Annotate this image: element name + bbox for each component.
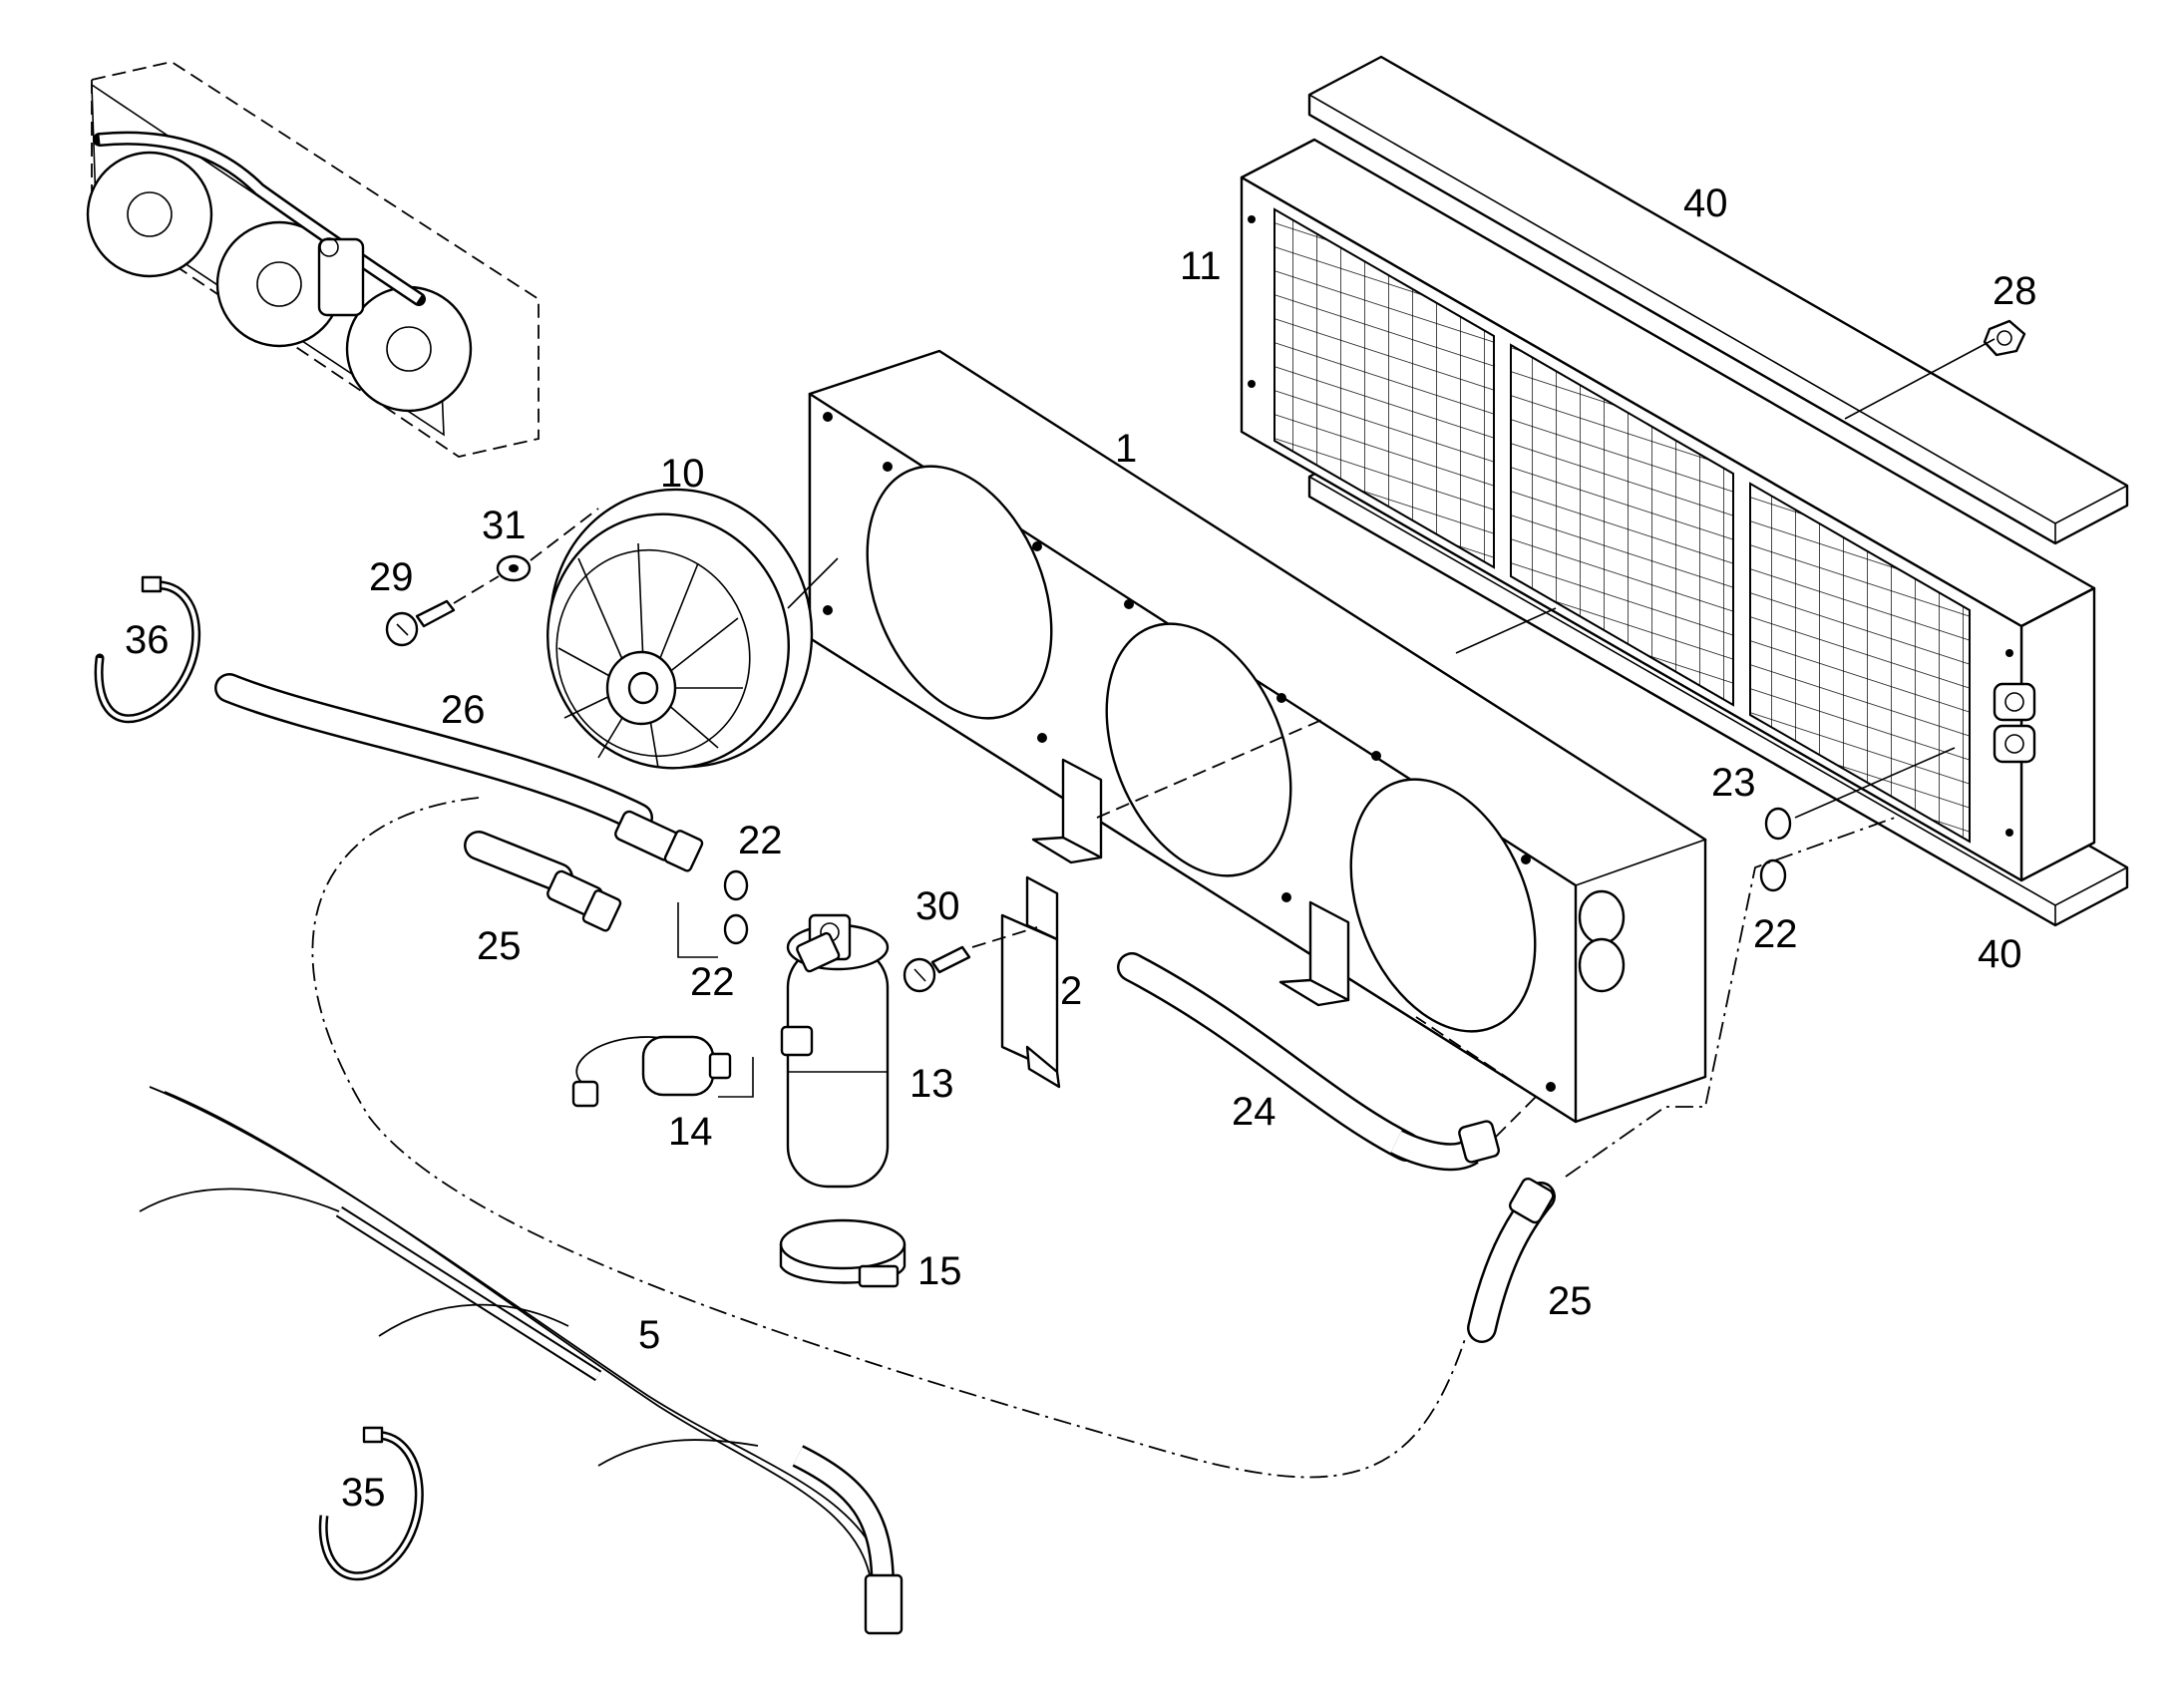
washer [496,554,532,582]
callout-25: 25 [1548,1279,1593,1323]
o-ring [1759,858,1787,892]
wire-harness [139,1086,904,1635]
callout-22: 22 [690,960,735,1004]
callout-35: 35 [341,1471,386,1515]
o-ring [723,869,749,901]
callout-36: 36 [125,618,170,662]
screw [903,945,971,993]
core-fittings [1993,682,2036,764]
callout-10: 10 [660,452,705,496]
callout-29: 29 [369,555,414,599]
shroud-bracket [1031,758,1103,864]
callout-13: 13 [909,1062,954,1106]
o-ring [723,913,749,945]
hose-clamp-15 [779,1218,907,1288]
callout-11: 11 [1180,244,1222,288]
callout-5: 5 [638,1313,660,1357]
callout-40: 40 [1683,181,1728,225]
nut [1983,319,2026,357]
callout-22: 22 [738,819,783,862]
fan-shroud [808,349,1707,1124]
callout-30: 30 [915,884,960,928]
bracket-2 [1000,875,1061,1089]
top-cover-plate [1307,55,2129,545]
callout-31: 31 [482,504,527,547]
pressure-switch [571,1035,732,1108]
connection-lines [311,338,1996,1479]
fan [546,488,814,770]
condenser-core [1240,138,2096,882]
hose-25 [464,831,622,932]
callout-2: 2 [1060,969,1082,1013]
callout-24: 24 [1232,1090,1276,1134]
o-ring [1764,807,1792,841]
callout-25: 25 [477,924,522,968]
callout-14: 14 [668,1110,713,1154]
hose-26 [214,673,704,872]
assembled-overview [86,61,540,458]
callout-26: 26 [441,688,486,732]
hose-24 [1117,952,1501,1172]
leader-line [787,557,839,609]
hose-25 [1467,1177,1556,1343]
callout-22: 22 [1753,912,1798,956]
clamp-36 [94,575,201,724]
callout-15: 15 [917,1249,962,1293]
callout-labels: 1 2 5 10 11 13 14 15 22 22 22 23 24 25 2… [125,181,2037,1515]
callout-40: 40 [1978,932,2022,976]
callout-23: 23 [1711,761,1756,805]
screw [385,599,456,647]
receiver-drier [780,913,890,1189]
shroud-bracket [1278,900,1350,1007]
clamp-35 [318,1426,424,1581]
callout-1: 1 [1115,427,1137,471]
callout-28: 28 [1993,269,2037,313]
